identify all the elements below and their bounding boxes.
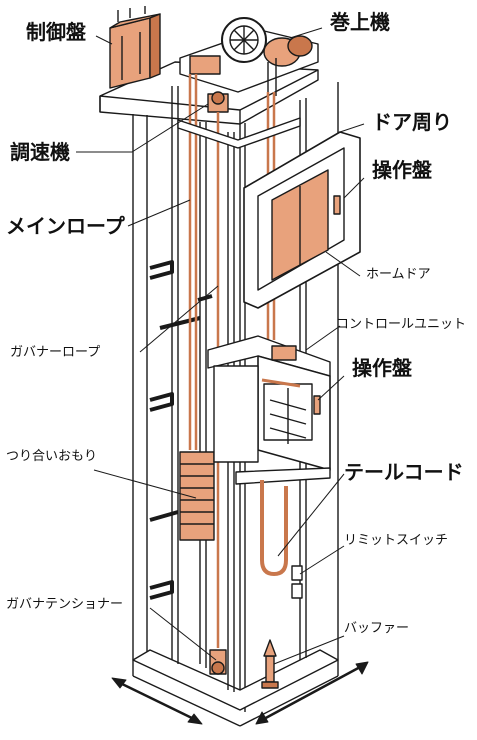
label-car-panel: 操作盤 [352, 356, 412, 380]
label-limit-switch: リミットスイッチ [344, 533, 449, 548]
label-buffer: バッファー [344, 621, 410, 636]
label-counterweight: つり合いおもり [6, 449, 98, 464]
label-control-unit: コントロールユニット [336, 317, 467, 332]
governor-unit [207, 91, 229, 113]
label-main-rope: メインロープ [6, 214, 125, 238]
label-landing-panel: 操作盤 [372, 158, 432, 182]
label-control-panel: 制御盤 [26, 20, 86, 44]
landing-door-frame [243, 131, 361, 309]
control-panel-unit [109, 6, 161, 89]
buffer-unit [261, 639, 279, 689]
label-governor-rope: ガバナーロープ [10, 345, 101, 360]
label-tail-cord: テールコード [344, 460, 464, 484]
elevator-car [207, 335, 331, 485]
landing-brackets [149, 260, 213, 600]
label-hoist: 巻上機 [330, 10, 390, 34]
dimension-arrows [111, 661, 369, 725]
landing-button-panel [333, 195, 341, 215]
label-governor: 調速機 [10, 140, 70, 164]
counterweight-block [179, 451, 215, 541]
label-door-area: ドア周り [372, 110, 452, 134]
leader-lines [76, 27, 365, 665]
label-governor-tensioner: ガバナテンショナー [6, 597, 124, 612]
top-beam [177, 117, 301, 149]
tail-cord-loop [260, 480, 288, 576]
pit-floor [132, 649, 339, 711]
hoist-machine [179, 17, 319, 100]
tensioner-unit [209, 649, 227, 675]
label-home-door: ホームドア [366, 267, 431, 282]
